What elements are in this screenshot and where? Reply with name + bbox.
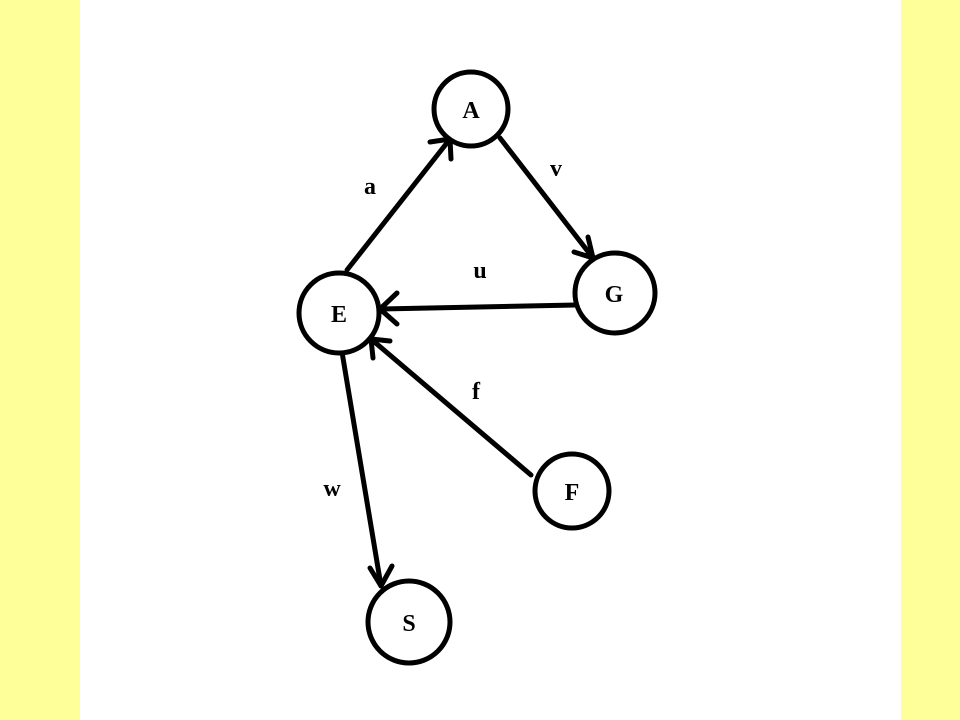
node-F (532, 451, 612, 531)
node-S (365, 578, 453, 666)
edge-label-w: w (323, 476, 341, 502)
edge-w (339, 349, 395, 589)
node-label-G: G (605, 282, 624, 308)
edge-u (377, 290, 579, 327)
node-label-F: F (565, 480, 580, 506)
edge-label-a: a (364, 174, 376, 200)
node-A (431, 69, 511, 149)
node-E (296, 270, 382, 356)
edge-a (344, 136, 454, 273)
edge-label-f: f (472, 379, 481, 405)
edge-label-v: v (550, 156, 562, 182)
node-label-S: S (402, 611, 415, 637)
node-G (572, 250, 658, 336)
node-label-E: E (331, 302, 347, 328)
edge-label-u: u (473, 258, 486, 284)
edge-v (497, 135, 596, 261)
node-label-A: A (462, 98, 480, 124)
edge-f (368, 336, 534, 478)
